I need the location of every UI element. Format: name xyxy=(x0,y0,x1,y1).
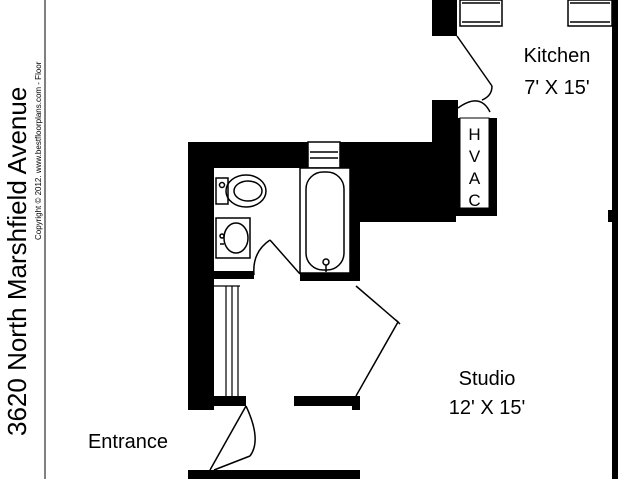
wall-closet-tab xyxy=(352,396,360,410)
hvac-letter-c: C xyxy=(468,191,480,210)
entrance-door xyxy=(209,405,256,471)
entrance-label: Entrance xyxy=(88,431,168,453)
kitchen-size: 7' X 15' xyxy=(524,77,589,99)
bathroom-door xyxy=(253,239,301,276)
hvac-door-swing xyxy=(457,100,491,113)
wall-bath-top-right xyxy=(340,142,360,168)
wall-closet-bottom-right xyxy=(294,396,360,406)
copyright-text: Copyright © 2012. www.bestfloorplans.com… xyxy=(34,61,43,240)
hvac-letter-v: V xyxy=(469,147,481,166)
wall-kitchen-right-tab xyxy=(608,210,614,222)
studio-size: 12' X 15' xyxy=(449,397,526,419)
wall-closet-bottom-left xyxy=(188,396,246,406)
kitchen-windows xyxy=(459,0,613,27)
wall-hvac-right xyxy=(489,118,497,212)
wall-bath-bottom xyxy=(214,271,254,279)
wall-central-block xyxy=(350,142,456,222)
window-right xyxy=(567,0,613,27)
wall-hvac-bottom xyxy=(452,208,497,216)
kitchen-door xyxy=(456,35,493,101)
sink xyxy=(215,217,251,259)
kitchen-label: Kitchen xyxy=(524,45,591,67)
hvac-letter-h: H xyxy=(468,125,480,144)
closet-doors xyxy=(214,285,240,396)
wall-left-exterior xyxy=(188,142,214,410)
hvac-box xyxy=(459,117,490,209)
bifold-closet-door xyxy=(355,285,401,397)
building-address-title: 3620 North Marshfield Avenue xyxy=(2,87,32,436)
bathtub xyxy=(299,141,351,274)
hvac-letter-a: A xyxy=(469,169,481,188)
toilet xyxy=(215,174,267,208)
studio-label: Studio xyxy=(459,368,516,390)
walls xyxy=(188,0,618,479)
wall-bath-bottom-right xyxy=(300,273,360,281)
hvac-closet: H V A C xyxy=(457,100,491,210)
wall-bottom xyxy=(188,470,360,479)
wall-kitchen-right xyxy=(612,0,618,479)
wall-kitchen-top-left xyxy=(432,0,457,36)
window-left xyxy=(459,0,503,27)
wall-central-lower xyxy=(350,150,360,280)
